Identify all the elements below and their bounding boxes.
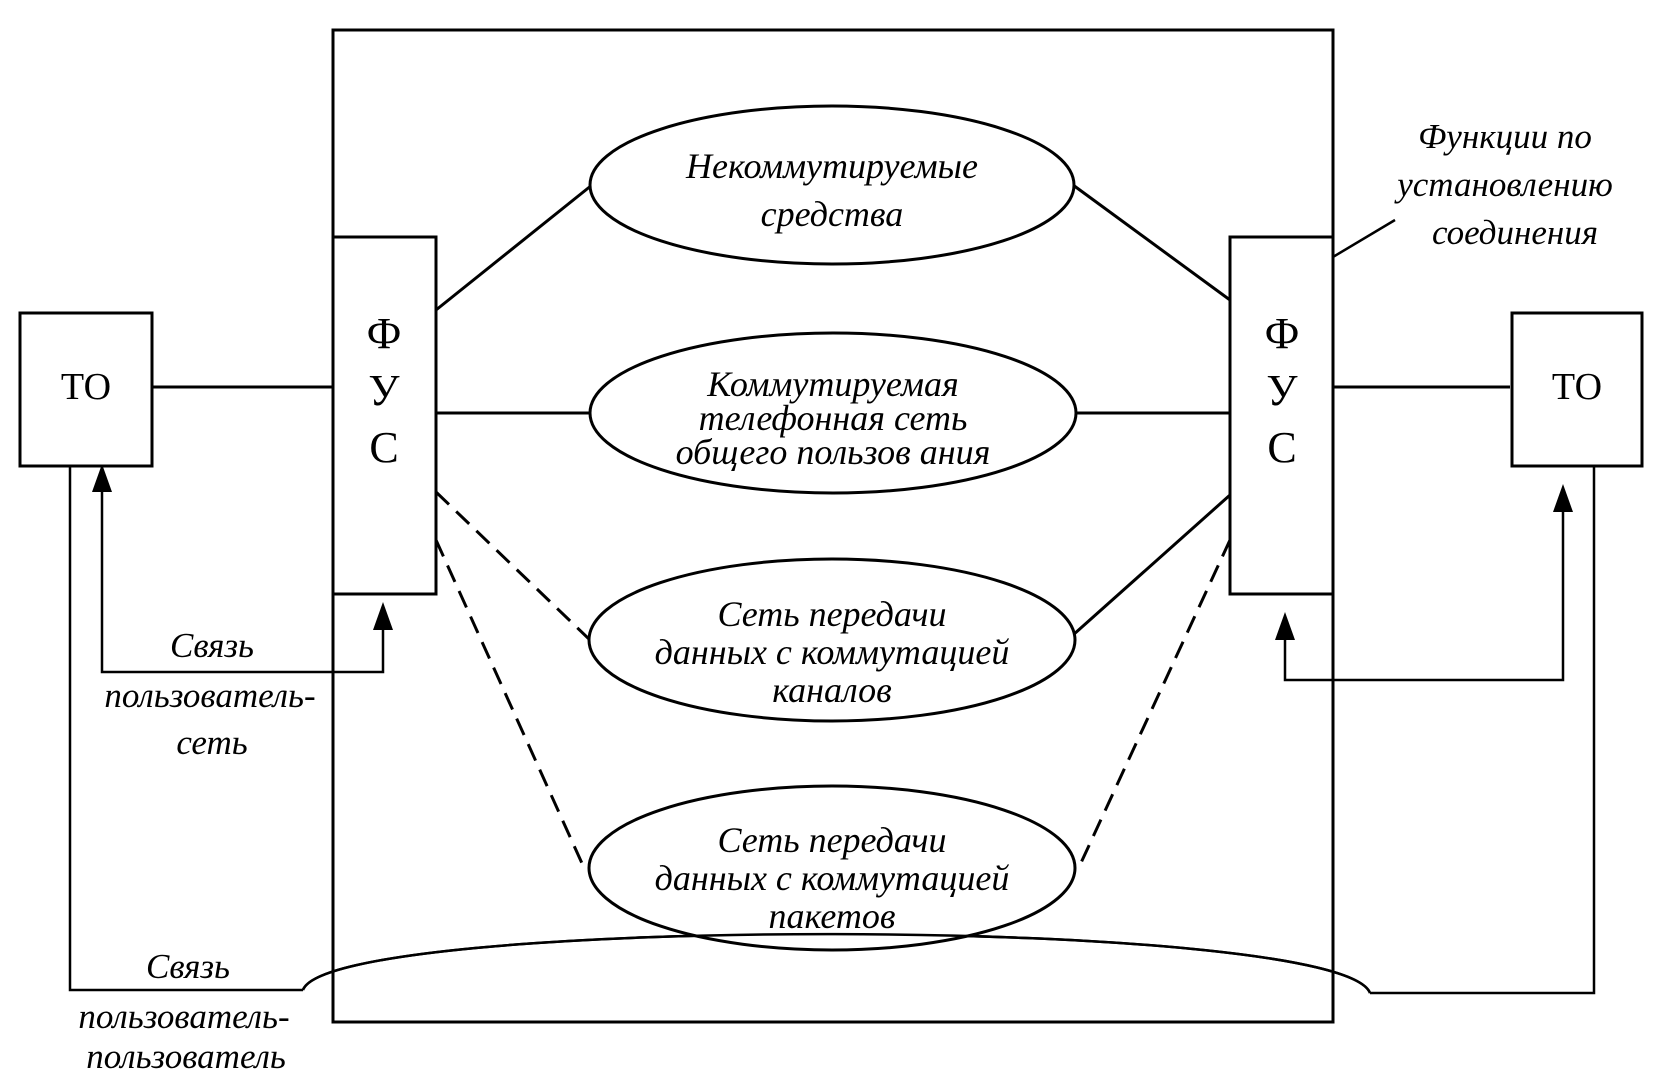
- network-nonswitched-line2: средства: [761, 194, 904, 234]
- annotation-functions-line2: установлению: [1394, 165, 1613, 204]
- network-circuit-line3: каналов: [772, 670, 892, 710]
- dashed-link-left-circuit: [434, 490, 592, 642]
- dashed-link-left-packet: [434, 539, 587, 871]
- fus-left-box: [331, 235, 438, 596]
- annotation-functions-line1: Функции по: [1418, 117, 1592, 156]
- fus-left-letter-2: У: [368, 366, 400, 415]
- network-pstn: [588, 331, 1078, 495]
- user-user-path-left: [68, 466, 303, 992]
- network-circuit-line2: данных с коммутацией: [655, 632, 1010, 672]
- annotation-user-user-line1: Связь: [146, 947, 230, 986]
- network-packet-switched: [587, 784, 1077, 952]
- network-nonswitched-line1: Некоммутируемые: [685, 146, 978, 186]
- network-circuit-line1: Сеть передачи: [717, 594, 946, 634]
- arrowhead-right-to: [1553, 484, 1573, 512]
- annotation-user-user-line2: пользователь-: [78, 997, 289, 1036]
- network-packet-line1: Сеть передачи: [717, 820, 946, 860]
- network-pstn-line1: Коммутируемая: [706, 364, 958, 404]
- arrowhead-left-fus: [373, 602, 393, 630]
- annotation-user-user-line3: пользователь: [86, 1037, 286, 1074]
- fus-right-letter-1: Ф: [1265, 309, 1300, 358]
- user-network-path-right: [1283, 510, 1565, 682]
- fus-right-box: [1228, 235, 1335, 596]
- terminal-left: [18, 311, 154, 468]
- fus-left-letter-3: С: [369, 423, 398, 472]
- fus-left-letter-1: Ф: [367, 309, 402, 358]
- network-nonswitched: [588, 104, 1076, 266]
- link-right-circuit: [1072, 493, 1231, 637]
- annotation-user-network-line2: пользователь-: [104, 676, 315, 715]
- fus-right-letter-2: У: [1266, 366, 1298, 415]
- network-packet-line2: данных с коммутацией: [655, 858, 1010, 898]
- user-user-path-right: [1370, 466, 1596, 995]
- arrowhead-right-fus: [1275, 612, 1295, 640]
- network-pstn-line3: общего пользов ания: [676, 432, 991, 472]
- terminal-left-label: ТО: [61, 366, 111, 408]
- fus-right-letter-3: С: [1267, 423, 1296, 472]
- user-user-arc-overlay: [301, 932, 1372, 994]
- annotation-functions-line3: соединения: [1432, 213, 1598, 252]
- user-network-path-left: [100, 490, 385, 674]
- annotation-user-network-line1: Связь: [170, 626, 254, 665]
- link-right-nonswitched: [1072, 183, 1231, 302]
- annotation-user-network-line3: сеть: [176, 723, 247, 762]
- terminal-right: [1510, 311, 1644, 468]
- terminal-right-label: ТО: [1552, 366, 1602, 408]
- network-packet-line3: пакетов: [768, 896, 895, 936]
- dashed-link-right-packet: [1078, 539, 1232, 866]
- link-left-nonswitched: [435, 183, 593, 312]
- arrowhead-left-to: [92, 464, 112, 492]
- network-pstn-line2: телефонная сеть: [699, 398, 968, 438]
- network-circuit-switched: [587, 557, 1077, 723]
